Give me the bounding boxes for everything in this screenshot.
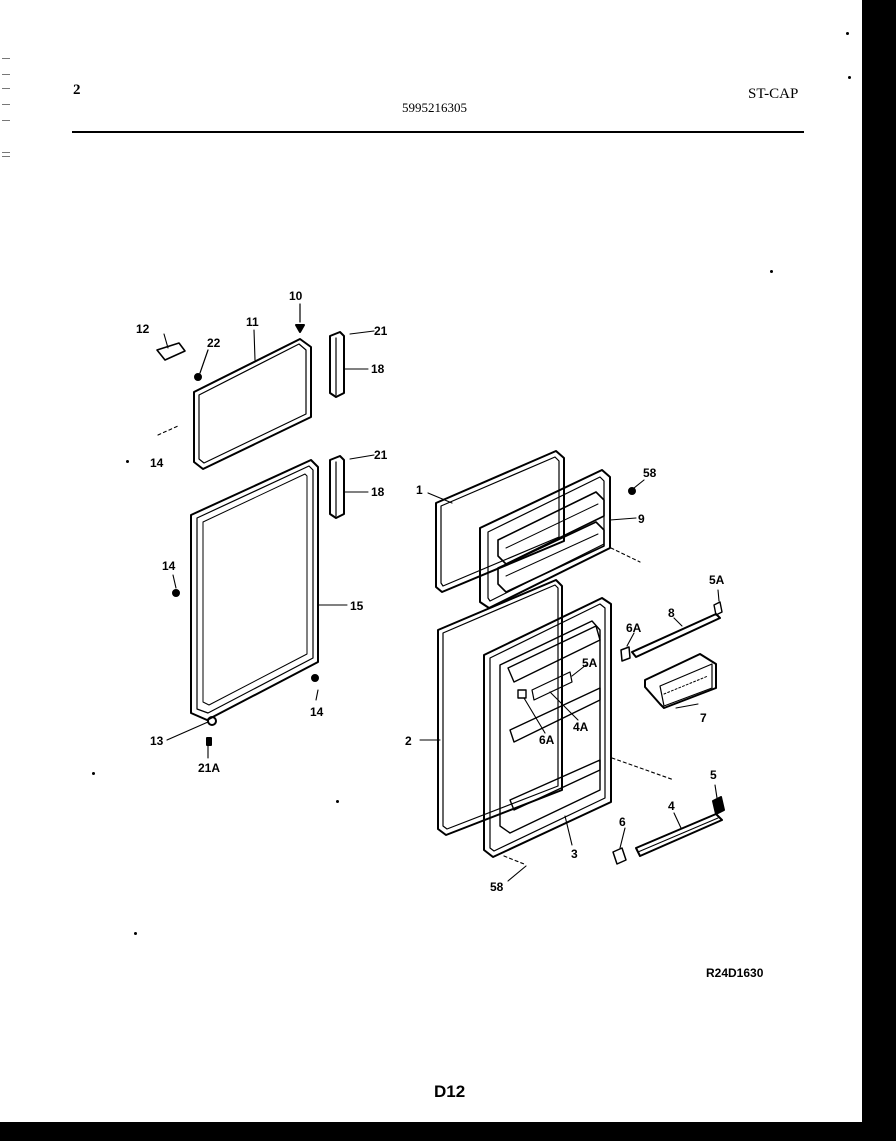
exploded-parts-diagram: 12 11 10 22 21 18 14 21 18 14 15 14 13 2… bbox=[136, 289, 725, 894]
freezer-door-liner-part bbox=[435, 450, 565, 593]
callout-label: 6A bbox=[626, 621, 642, 635]
leader-lines bbox=[157, 329, 720, 882]
scan-tick bbox=[2, 88, 10, 89]
callout-label: 22 bbox=[207, 336, 221, 350]
callout-label: 5A bbox=[709, 573, 725, 587]
scan-speck bbox=[134, 932, 137, 935]
handle-12-part bbox=[156, 342, 186, 361]
page-code: D12 bbox=[434, 1082, 466, 1101]
callout-label: 14 bbox=[150, 456, 164, 470]
scan-tick bbox=[2, 58, 10, 59]
pin-21A-part bbox=[206, 737, 212, 746]
scan-tick bbox=[2, 120, 10, 121]
screw-14-bottom-part bbox=[311, 674, 319, 682]
callout-label: 21A bbox=[198, 761, 220, 775]
screw-10-part bbox=[295, 303, 305, 333]
callout-label: 13 bbox=[150, 734, 164, 748]
screw-14-left-part bbox=[172, 589, 180, 597]
bracket-5-part bbox=[712, 796, 725, 815]
trim-18-lower-part bbox=[329, 455, 345, 519]
scan-speck bbox=[336, 800, 339, 803]
model-number: 5995216305 bbox=[402, 100, 467, 115]
hinge-13-part bbox=[207, 716, 217, 726]
callout-label: 21 bbox=[374, 324, 388, 338]
callout-label: 9 bbox=[638, 512, 645, 526]
callout-label: 14 bbox=[310, 705, 324, 719]
clip-6-part bbox=[612, 847, 627, 865]
callout-label: 5A bbox=[582, 656, 598, 670]
callout-label: 7 bbox=[700, 711, 707, 725]
scan-tick bbox=[2, 156, 10, 157]
callout-label: 15 bbox=[350, 599, 364, 613]
callout-label: 58 bbox=[490, 880, 504, 894]
fresh-food-liner-part bbox=[437, 579, 563, 836]
callout-label: 18 bbox=[371, 362, 385, 376]
callout-label: 4A bbox=[573, 720, 589, 734]
callout-label: 4 bbox=[668, 799, 675, 813]
shelf-rail-4-part bbox=[635, 813, 723, 857]
callout-label: 5 bbox=[710, 768, 717, 782]
callout-label: 6A bbox=[539, 733, 555, 747]
scan-tick bbox=[2, 152, 10, 153]
scan-speck bbox=[848, 76, 851, 79]
drawing-code: R24D1630 bbox=[706, 966, 764, 980]
trim-18-upper-part bbox=[329, 331, 345, 398]
fresh-food-gasket-part bbox=[190, 459, 319, 721]
scan-speck bbox=[846, 32, 849, 35]
scan-tick bbox=[2, 104, 10, 105]
scan-speck bbox=[770, 270, 773, 273]
callout-label: 1 bbox=[416, 483, 423, 497]
header-rule bbox=[72, 131, 804, 133]
shelf-rail-8-part bbox=[631, 601, 723, 658]
freezer-gasket-part bbox=[193, 338, 312, 470]
callout-label: 3 bbox=[571, 847, 578, 861]
callout-label: 18 bbox=[371, 485, 385, 499]
bin-7-part bbox=[644, 653, 717, 709]
callout-label: 11 bbox=[246, 315, 259, 329]
clip-6A-upper-part bbox=[620, 646, 631, 662]
freezer-door-part bbox=[479, 469, 611, 609]
callout-label: 2 bbox=[405, 734, 412, 748]
page-number: 2 bbox=[73, 82, 81, 98]
fresh-food-door-part bbox=[483, 597, 612, 858]
screw-58-upper-part bbox=[628, 487, 636, 495]
scan-tick bbox=[2, 74, 10, 75]
diagram-page: 2 5995216305 ST-CAP bbox=[0, 0, 862, 1122]
callout-label: 12 bbox=[136, 322, 150, 336]
callout-label: 6 bbox=[619, 815, 626, 829]
scan-speck bbox=[92, 772, 95, 775]
callout-label: 14 bbox=[162, 559, 176, 573]
category-label: ST-CAP bbox=[748, 86, 799, 102]
callout-label: 8 bbox=[668, 606, 675, 620]
callout-label: 10 bbox=[289, 289, 303, 303]
screw-22-part bbox=[194, 349, 209, 381]
scan-speck bbox=[126, 460, 129, 463]
callout-label: 21 bbox=[374, 448, 388, 462]
callout-label: 58 bbox=[643, 466, 657, 480]
